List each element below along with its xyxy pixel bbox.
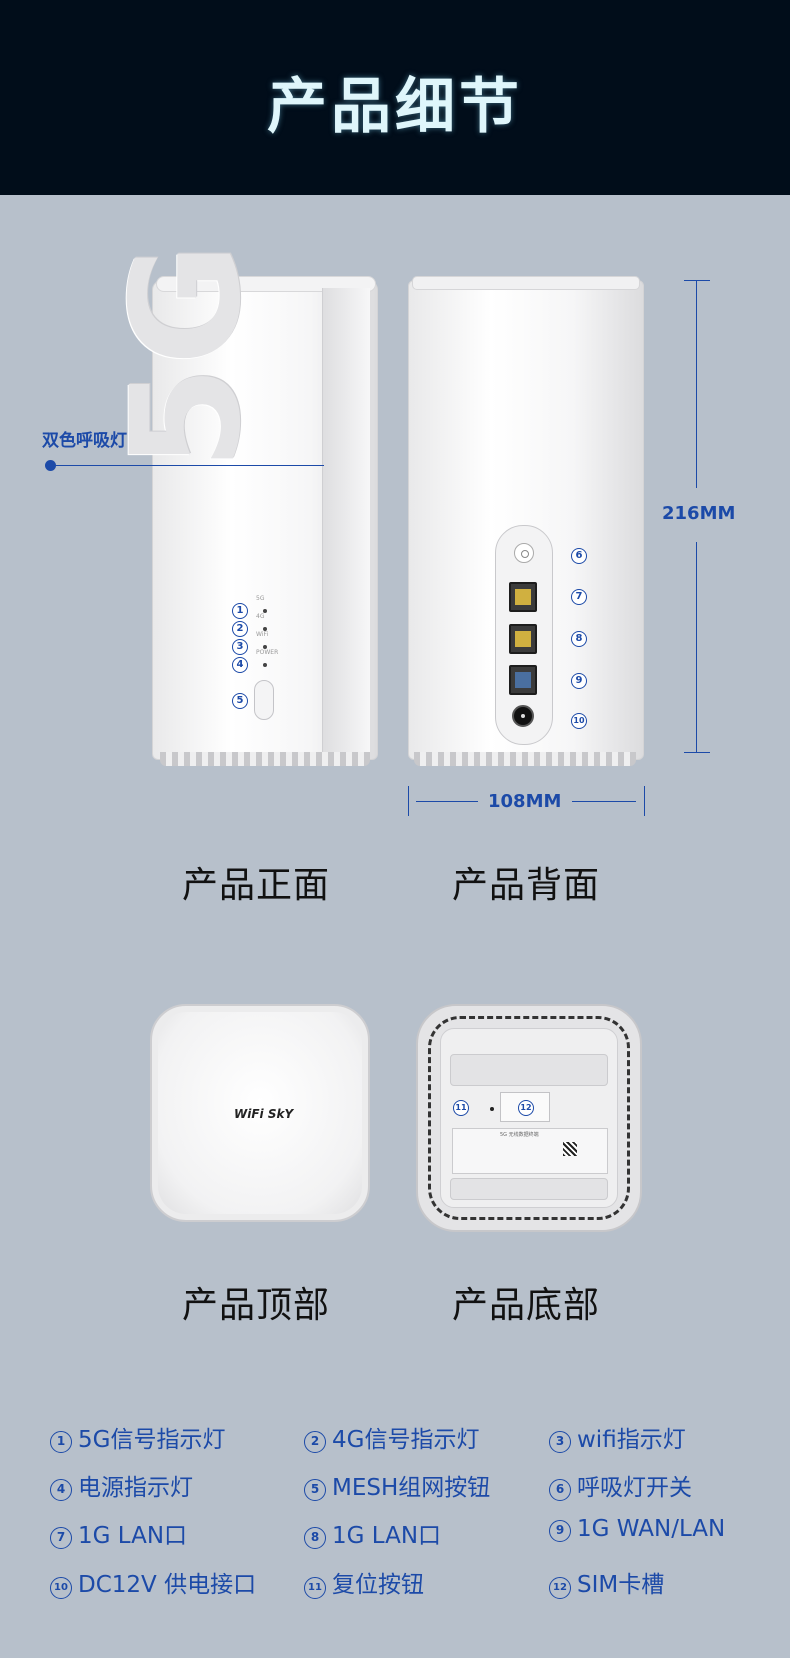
led-label: WiFi: [256, 631, 269, 638]
page-title: 产品细节: [267, 72, 523, 142]
caption-back: 产品背面: [452, 865, 601, 906]
marker-3: 3: [232, 639, 248, 655]
breathing-switch-icon: [514, 543, 534, 563]
led-wifi: 3 WiFi: [232, 631, 292, 655]
reset-hole-icon: [490, 1107, 494, 1111]
callout-leader-line: [56, 465, 324, 466]
router-front-top-cap: [156, 276, 376, 292]
led-label: 5G: [256, 595, 265, 602]
router-top-image: [150, 1004, 370, 1222]
router-front-vent: [160, 752, 370, 766]
led-label: 4G: [256, 613, 265, 620]
led-power: 4 POWER: [232, 649, 292, 673]
caption-bottom: 产品底部: [452, 1285, 601, 1326]
caption-front: 产品正面: [182, 865, 331, 906]
marker-2: 2: [232, 621, 248, 637]
router-front-side-edge: [322, 288, 370, 756]
callout-dot-icon: [45, 460, 56, 471]
bottom-recess: [450, 1054, 608, 1086]
marker-11: 11: [453, 1100, 469, 1116]
content-area: [0, 195, 790, 1658]
wan-port-icon: [509, 665, 537, 695]
caption-top: 产品顶部: [182, 1285, 331, 1326]
led-dot-icon: [263, 645, 267, 649]
router-back-top-cap: [412, 276, 640, 290]
height-dimension-cap: [684, 280, 710, 281]
marker-4: 4: [232, 657, 248, 673]
height-dimension-line: [696, 280, 697, 488]
wifisky-logo: WiFi SkY: [234, 1107, 294, 1121]
height-dimension-cap: [684, 752, 710, 753]
led-4g: 2 4G: [232, 613, 292, 637]
lan1-port-icon: [509, 582, 537, 612]
led-dot-icon: [263, 627, 267, 631]
width-dimension-label: 108MM: [488, 791, 562, 812]
height-dimension-label: 216MM: [662, 503, 736, 524]
qr-code-icon: [563, 1142, 577, 1156]
led-dot-icon: [263, 609, 267, 613]
lan2-port-icon: [509, 624, 537, 654]
marker-7: 7: [571, 589, 587, 605]
width-dimension-cap: [408, 786, 409, 816]
marker-5: 5: [232, 693, 248, 709]
nameplate-title: 5G 无线数据终端: [500, 1132, 539, 1138]
width-dimension-line: [572, 801, 636, 802]
width-dimension-cap: [644, 786, 645, 816]
led-dot-icon: [263, 663, 267, 667]
mesh-button: [254, 680, 274, 720]
product-nameplate: [452, 1128, 608, 1174]
breathing-light-callout: 双色呼吸灯: [42, 431, 127, 451]
marker-8: 8: [571, 631, 587, 647]
dc-port-icon: [512, 705, 534, 727]
marker-12: 12: [518, 1100, 534, 1116]
embossed-5g-mark: 5G: [100, 243, 322, 471]
marker-10: 10: [571, 713, 587, 729]
bottom-recess: [450, 1178, 608, 1200]
marker-9: 9: [571, 673, 587, 689]
marker-1: 1: [232, 603, 248, 619]
width-dimension-line: [416, 801, 478, 802]
header-banner: 产品细节: [0, 0, 790, 195]
height-dimension-line: [696, 542, 697, 752]
router-back-vent: [414, 752, 636, 766]
led-label: POWER: [256, 649, 279, 656]
led-5g: 1 5G: [232, 595, 292, 619]
marker-6: 6: [571, 548, 587, 564]
bottom-rubber-ring: [428, 1016, 630, 1220]
